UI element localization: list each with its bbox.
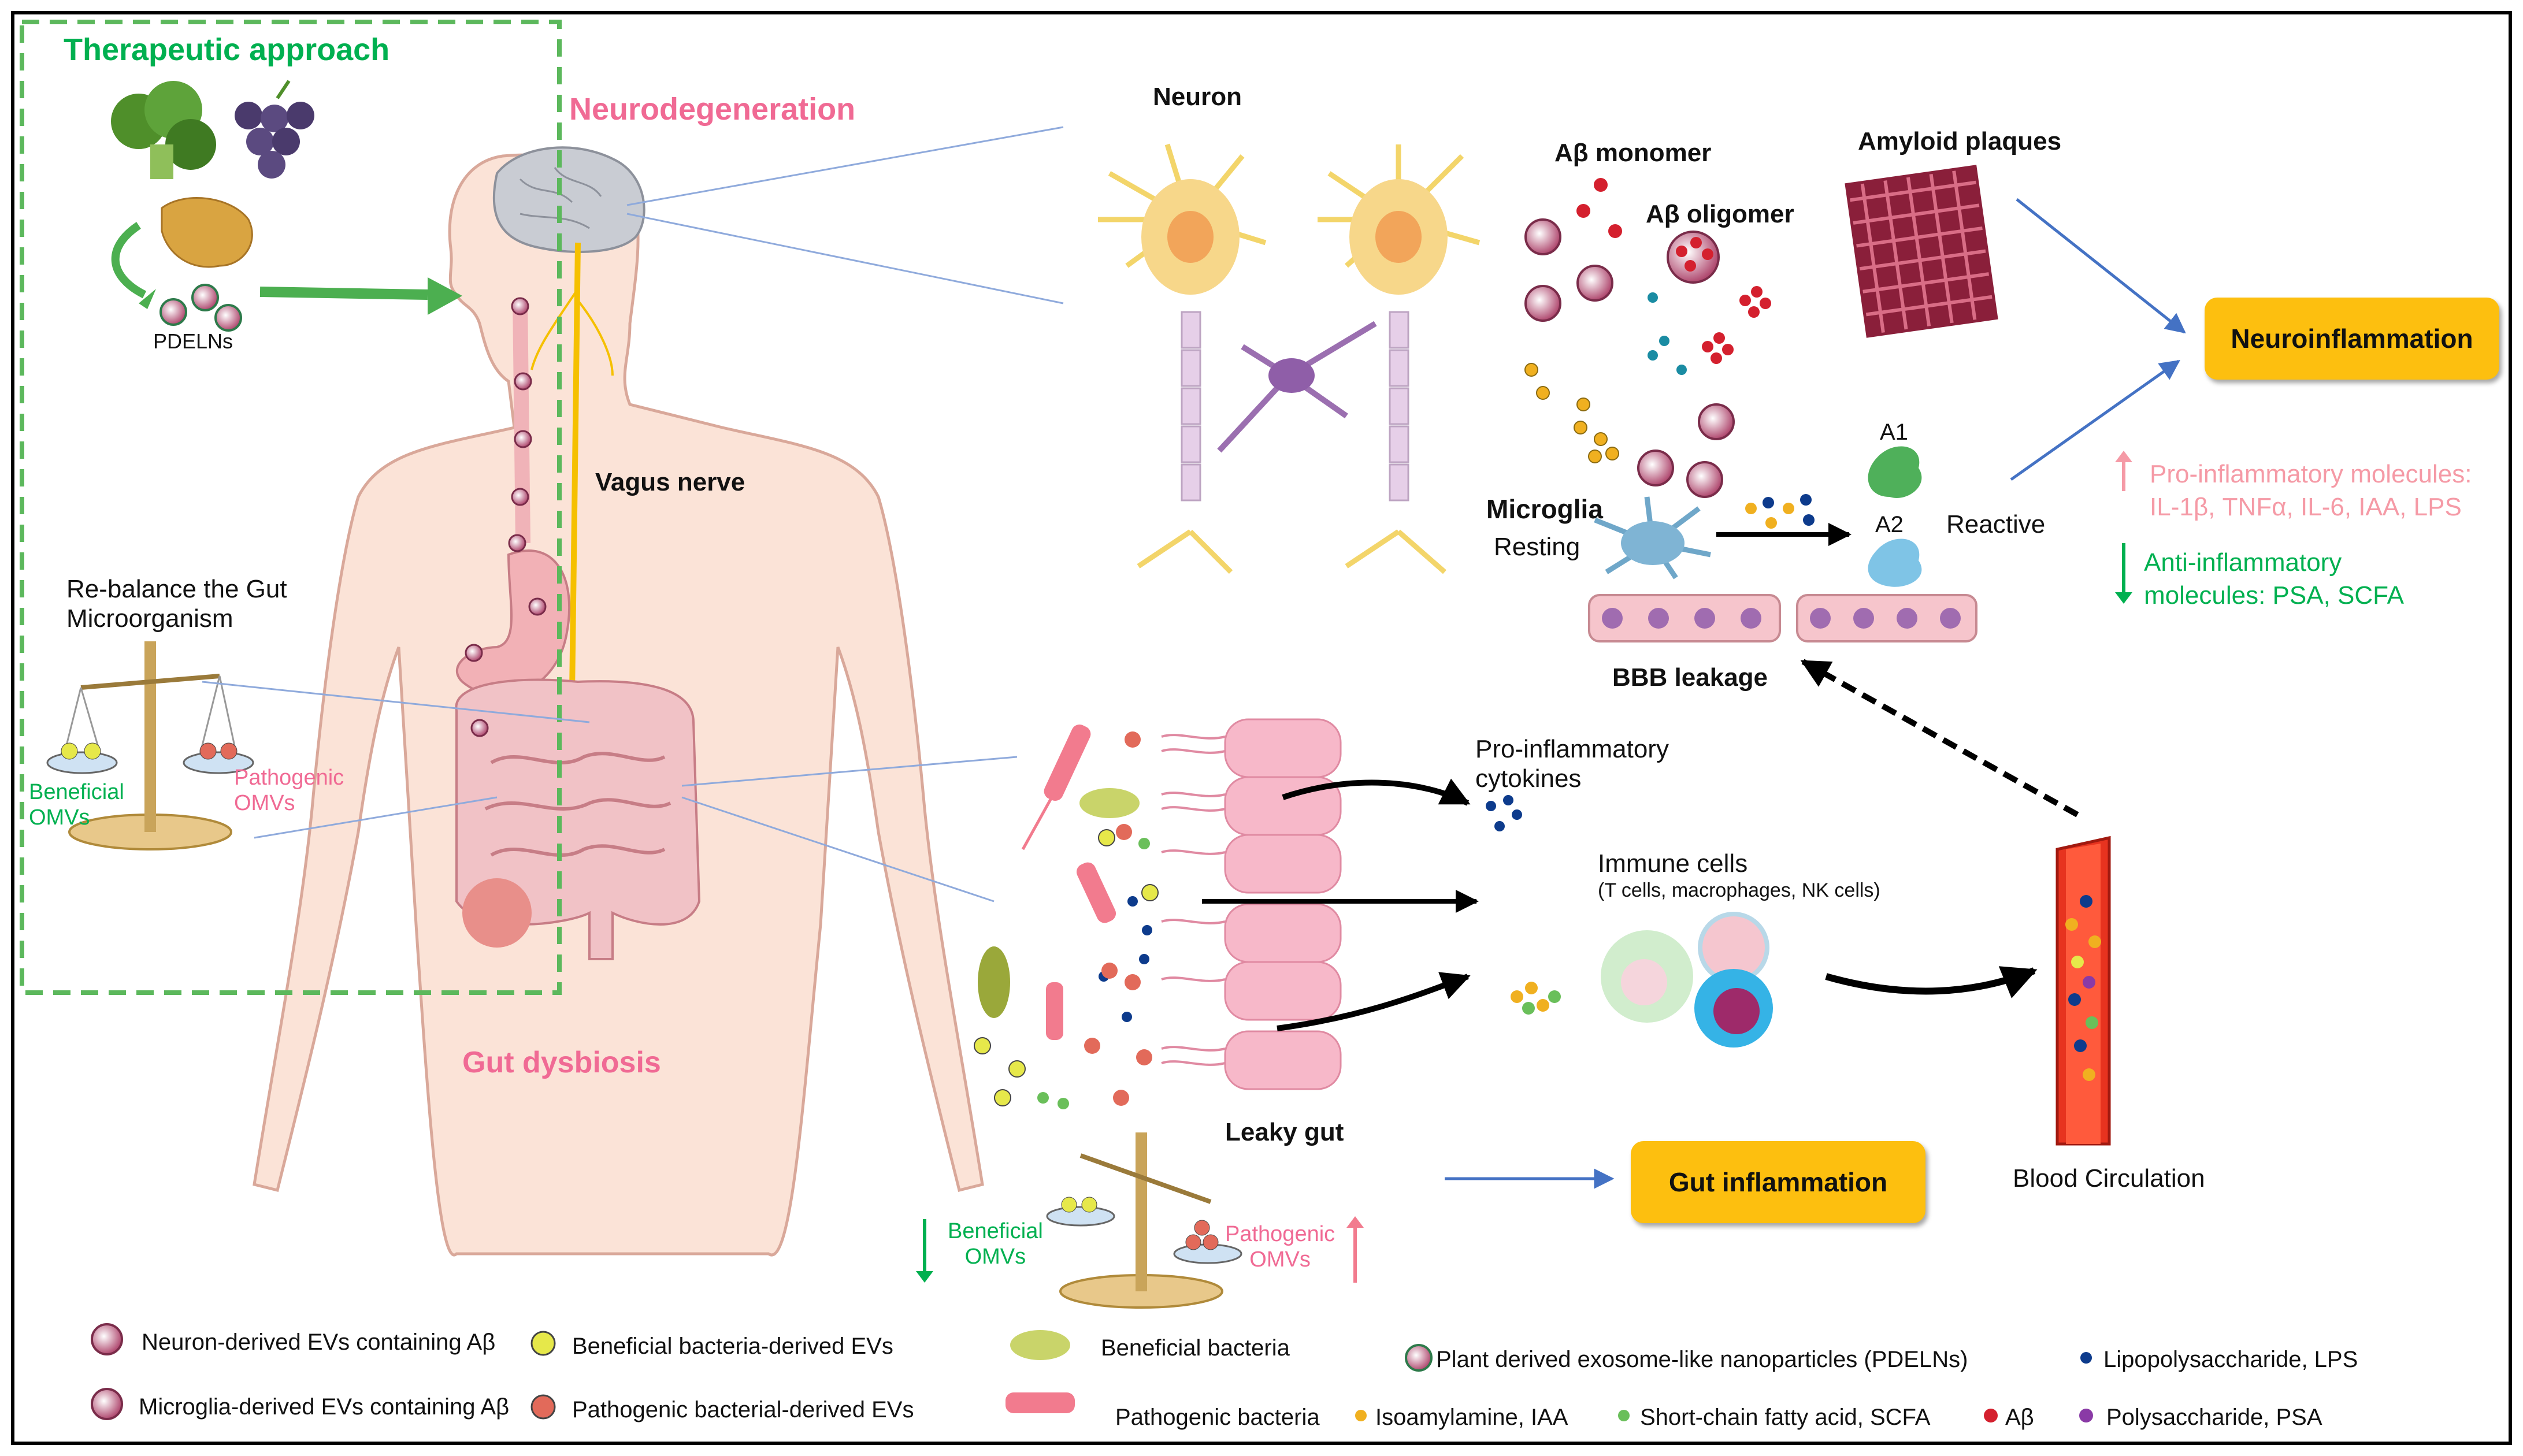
bbb-leakage-label: BBB leakage xyxy=(1612,663,1768,692)
microglia-a1-icon xyxy=(1868,446,1922,498)
brain-illustration xyxy=(492,146,645,253)
lps-iaa-particles-bbb xyxy=(1745,494,1815,529)
legend-pathogenic-bacteria: Pathogenic bacteria xyxy=(1115,1405,1320,1430)
legend-pathogenic-evs: Pathogenic bacterial-derived EVs xyxy=(572,1397,914,1422)
microglia-resting-icon xyxy=(1594,496,1711,580)
cytokine-dots xyxy=(1486,795,1522,831)
connector-lines xyxy=(202,126,1064,902)
legend-scfa: Short-chain fatty acid, SCFA xyxy=(1640,1405,1931,1430)
grapes-icon xyxy=(235,80,314,179)
legend-lps: Lipopolysaccharide, LPS xyxy=(2103,1347,2358,1372)
rebalance-label: Re-balance the Gut Microorganism xyxy=(66,575,287,633)
immune-cells-label: Immune cells xyxy=(1598,849,1748,878)
reactive-to-neuroinflammation-arrow xyxy=(2010,359,2180,481)
pdeln-cluster-icon xyxy=(159,284,242,332)
legend-psa: Polysaccharide, PSA xyxy=(2106,1405,2322,1430)
plaque-to-neuroinflammation-arrow xyxy=(2016,198,2186,334)
ab-particles xyxy=(1524,178,1771,498)
amyloid-plaque-icon xyxy=(1845,165,1998,338)
anti-inflammatory-molecules-label: Anti-inflammatory molecules: PSA, SCFA xyxy=(2144,548,2404,610)
therapeutic-approach-title: Therapeutic approach xyxy=(64,32,390,67)
beneficial-omvs-label-left: Beneficial OMVs xyxy=(29,780,124,830)
ab-monomer-label: Aβ monomer xyxy=(1554,139,1712,167)
resting-label: Resting xyxy=(1494,533,1580,561)
pdelns-label: PDELNs xyxy=(153,329,233,353)
gut-inflammation-box: Gut inflammation xyxy=(1631,1141,1925,1223)
outer-border xyxy=(11,11,2512,1445)
pdeln-to-body-arrow xyxy=(259,287,428,300)
balance-scale-left xyxy=(46,641,254,850)
therapeutic-approach-box xyxy=(20,20,562,995)
scfa-dots xyxy=(1511,982,1561,1015)
blood-vessel-illustration xyxy=(2055,835,2111,1146)
leaky-gut-label: Leaky gut xyxy=(1225,1118,1344,1146)
microglia-label: Microglia xyxy=(1486,494,1603,524)
bbb-cells xyxy=(1588,594,1977,642)
a1-label: A1 xyxy=(1880,419,1908,445)
pathogenic-omvs-label-bottom: Pathogenic OMVs xyxy=(1225,1222,1335,1272)
legend-iaa: Isoamylamine, IAA xyxy=(1375,1405,1568,1430)
pathogenic-omvs-label-left: Pathogenic OMVs xyxy=(234,766,344,815)
vagus-nerve-line xyxy=(569,242,581,694)
curved-green-arrow xyxy=(111,222,147,299)
legend-pdelns: Plant derived exosome-like nanoparticles… xyxy=(1436,1347,1968,1372)
cytokine-arrow xyxy=(1282,778,1471,806)
gut-dysbiosis-title: Gut dysbiosis xyxy=(462,1046,661,1079)
pdeln-path-vesicles xyxy=(465,297,547,737)
pro-inflammatory-cytokines-label: Pro-inflammatory cytokines xyxy=(1475,735,1669,793)
gut-bacteria-cluster xyxy=(974,724,1159,1109)
neuron-illustration xyxy=(1098,143,1481,574)
legend-beneficial-evs: Beneficial bacteria-derived EVs xyxy=(572,1334,893,1359)
legend-icons xyxy=(91,1323,2093,1422)
reactive-label: Reactive xyxy=(1946,510,2046,538)
vagus-nerve-label: Vagus nerve xyxy=(595,468,745,496)
ab-oligomer-label: Aβ oligomer xyxy=(1646,200,1794,228)
scfa-arrow xyxy=(1277,972,1471,1031)
blood-circulation-label: Blood Circulation xyxy=(2013,1164,2205,1193)
neuroinflammation-box: Neuroinflammation xyxy=(2205,298,2499,380)
legend-beneficial-bacteria: Beneficial bacteria xyxy=(1101,1335,1290,1361)
immune-cells-illustration xyxy=(1601,912,1773,1048)
ginger-icon xyxy=(161,197,253,268)
a2-label: A2 xyxy=(1875,512,1904,537)
pro-inflammatory-molecules-label: Pro-inflammatory molecules: IL-1β, TNFα,… xyxy=(2150,460,2472,522)
neurodegeneration-title: Neurodegeneration xyxy=(569,92,856,127)
legend-microglia-evs: Microglia-derived EVs containing Aβ xyxy=(139,1394,510,1420)
microglia-a2-icon xyxy=(1868,538,1922,587)
immune-to-blood-arrow xyxy=(1825,966,2038,998)
beneficial-omvs-label-bottom: Beneficial OMVs xyxy=(948,1219,1043,1269)
intestinal-villi xyxy=(1161,718,1342,1090)
blood-to-bbb-dashed-arrow xyxy=(1800,659,2079,818)
immune-cells-sub-label: (T cells, macrophages, NK cells) xyxy=(1598,879,1880,901)
legend-ab: Aβ xyxy=(2005,1405,2034,1430)
legend-neuron-evs: Neuron-derived EVs containing Aβ xyxy=(142,1329,496,1355)
balance-scale-bottom xyxy=(1046,1132,1242,1309)
neuron-label: Neuron xyxy=(1153,83,1242,111)
broccoli-icon xyxy=(111,81,216,179)
amyloid-plaques-label: Amyloid plaques xyxy=(1858,127,2062,155)
intestine-illustration xyxy=(455,678,701,960)
